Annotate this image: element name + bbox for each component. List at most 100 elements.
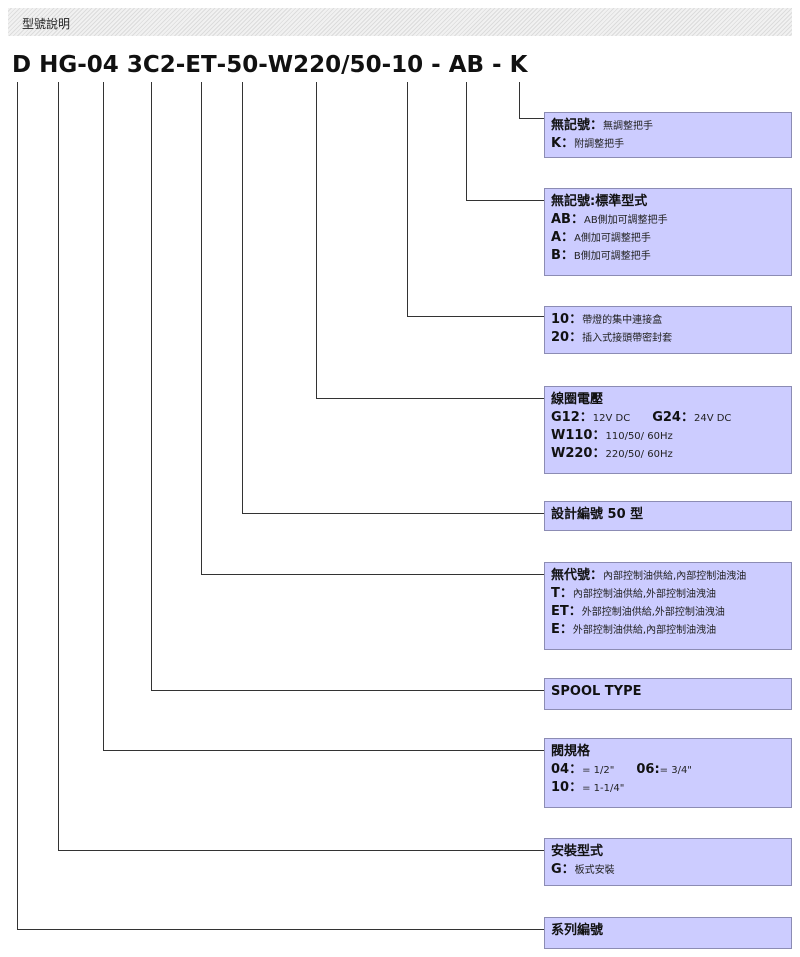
code-separator: - xyxy=(77,52,87,78)
code-segment: W220/50 xyxy=(267,52,382,78)
leader-line-pilot-drain xyxy=(201,82,544,575)
code-segment: ET xyxy=(185,52,217,78)
option-code: 06: xyxy=(636,762,660,777)
option-code: 無記號:標準型式 xyxy=(551,194,648,209)
leader-line-design-number xyxy=(242,82,544,514)
option-desc: 帶燈的集中連接盒 xyxy=(582,315,663,326)
box-line: 無記號:標準型式 xyxy=(551,193,785,211)
option-desc: 插入式接頭帶密封套 xyxy=(582,333,673,344)
leader-line-mounting xyxy=(58,82,544,851)
box-line: 04：= 1/2"06:= 3/4" xyxy=(551,761,785,779)
option-desc: = 1/2" xyxy=(582,765,615,776)
option-code: 10： xyxy=(551,780,583,795)
box-line: E：外部控制油供給,內部控制油洩油 xyxy=(551,621,785,639)
option-desc: B側加可調整把手 xyxy=(573,251,651,262)
box-line: G：板式安裝 xyxy=(551,861,785,879)
option-desc: 板式安裝 xyxy=(574,865,615,876)
option-desc: 外部控制油供給,外部控制油洩油 xyxy=(581,607,725,618)
option-code: 系列編號 xyxy=(551,923,604,938)
option-code: 04： xyxy=(551,762,583,777)
option-desc: 110/50/ 60Hz xyxy=(605,431,673,442)
code-segment: HG xyxy=(39,52,78,78)
option-code: 閥規格 xyxy=(551,744,591,759)
leader-line-spool-type xyxy=(151,82,544,691)
option-desc: 24V DC xyxy=(693,413,732,424)
option-code: 無代號： xyxy=(551,568,604,583)
box-line: 閥規格 xyxy=(551,743,785,761)
option-code: W110： xyxy=(551,428,606,443)
option-desc: = 1-1/4" xyxy=(582,783,625,794)
option-desc: A側加可調整把手 xyxy=(574,233,651,244)
box-line: 設計編號 50 型 xyxy=(551,506,785,524)
option-code: T： xyxy=(551,586,573,601)
code-segment: 10 xyxy=(391,52,424,78)
option-code: ET： xyxy=(551,604,582,619)
option-code: G： xyxy=(551,862,575,877)
option-code: G12： xyxy=(551,410,593,425)
box-line: 10：= 1-1/4" xyxy=(551,779,785,797)
leader-line-adjust-handle xyxy=(519,82,544,119)
header-title: 型號說明 xyxy=(22,17,71,31)
code-segment: D xyxy=(12,52,32,78)
code-segment: 3C2 xyxy=(126,52,176,78)
box-line: 系列編號 xyxy=(551,922,785,940)
box-line: 10：帶燈的集中連接盒 xyxy=(551,311,785,329)
box-line: 無代號：內部控制油供給,內部控制油洩油 xyxy=(551,567,785,585)
option-code: E： xyxy=(551,622,573,637)
option-code: 線圈電壓 xyxy=(551,392,604,407)
option-code: 20： xyxy=(551,330,583,345)
header-bar: 型號說明 xyxy=(8,8,792,36)
option-code: B： xyxy=(551,248,574,263)
box-line: B：B側加可調整把手 xyxy=(551,247,785,265)
code-separator: - xyxy=(175,52,186,78)
option-desc: 內部控制油供給,內部控制油洩油 xyxy=(603,571,747,582)
option-desc: 220/50/ 60Hz xyxy=(605,449,673,460)
leader-line-coil-voltage xyxy=(316,82,544,399)
box-series: 系列編號 xyxy=(544,917,792,949)
leader-line-standard-type xyxy=(466,82,544,201)
option-desc: 內部控制油供給,外部控制油洩油 xyxy=(572,589,717,600)
code-segment: 04 xyxy=(86,52,119,78)
box-design-number: 設計編號 50 型 xyxy=(544,501,792,531)
code-separator: - xyxy=(484,52,510,78)
box-line: AB：AB側加可調整把手 xyxy=(551,211,785,229)
box-line: K：附調整把手 xyxy=(551,135,785,153)
option-desc: 無調整把手 xyxy=(603,121,654,132)
box-line: W220：220/50/ 60Hz xyxy=(551,445,785,463)
option-desc: 12V DC xyxy=(592,413,631,424)
code-separator: - xyxy=(381,52,392,78)
box-line: W110：110/50/ 60Hz xyxy=(551,427,785,445)
leader-line-series xyxy=(17,82,544,930)
box-line: 無記號：無調整把手 xyxy=(551,117,785,135)
option-desc: 附調整把手 xyxy=(574,139,625,150)
box-line: 線圈電壓 xyxy=(551,391,785,409)
code-separator: - xyxy=(216,52,227,78)
leader-line-valve-size xyxy=(103,82,544,751)
option-code: 10： xyxy=(551,312,583,327)
leader-line-connector xyxy=(407,82,544,317)
model-code: D HG-04 3C2-ET-50-W220/50-10 - AB - K xyxy=(12,52,527,78)
option-code: W220： xyxy=(551,446,606,461)
box-line: 安裝型式 xyxy=(551,843,785,861)
box-line: ET：外部控制油供給,外部控制油洩油 xyxy=(551,603,785,621)
option-code: K： xyxy=(551,136,575,151)
box-line: A：A側加可調整把手 xyxy=(551,229,785,247)
option-code: 設計編號 50 型 xyxy=(551,507,644,522)
code-separator: - xyxy=(423,52,449,78)
box-line: 20：插入式接頭帶密封套 xyxy=(551,329,785,347)
box-line: T：內部控制油供給,外部控制油洩油 xyxy=(551,585,785,603)
box-spool-type: SPOOL TYPE xyxy=(544,678,792,710)
code-segment: 50 xyxy=(226,52,259,78)
option-code: SPOOL TYPE xyxy=(551,684,642,699)
option-code: A： xyxy=(551,230,575,245)
option-code: AB： xyxy=(551,212,584,227)
option-desc: AB側加可調整把手 xyxy=(583,215,668,226)
